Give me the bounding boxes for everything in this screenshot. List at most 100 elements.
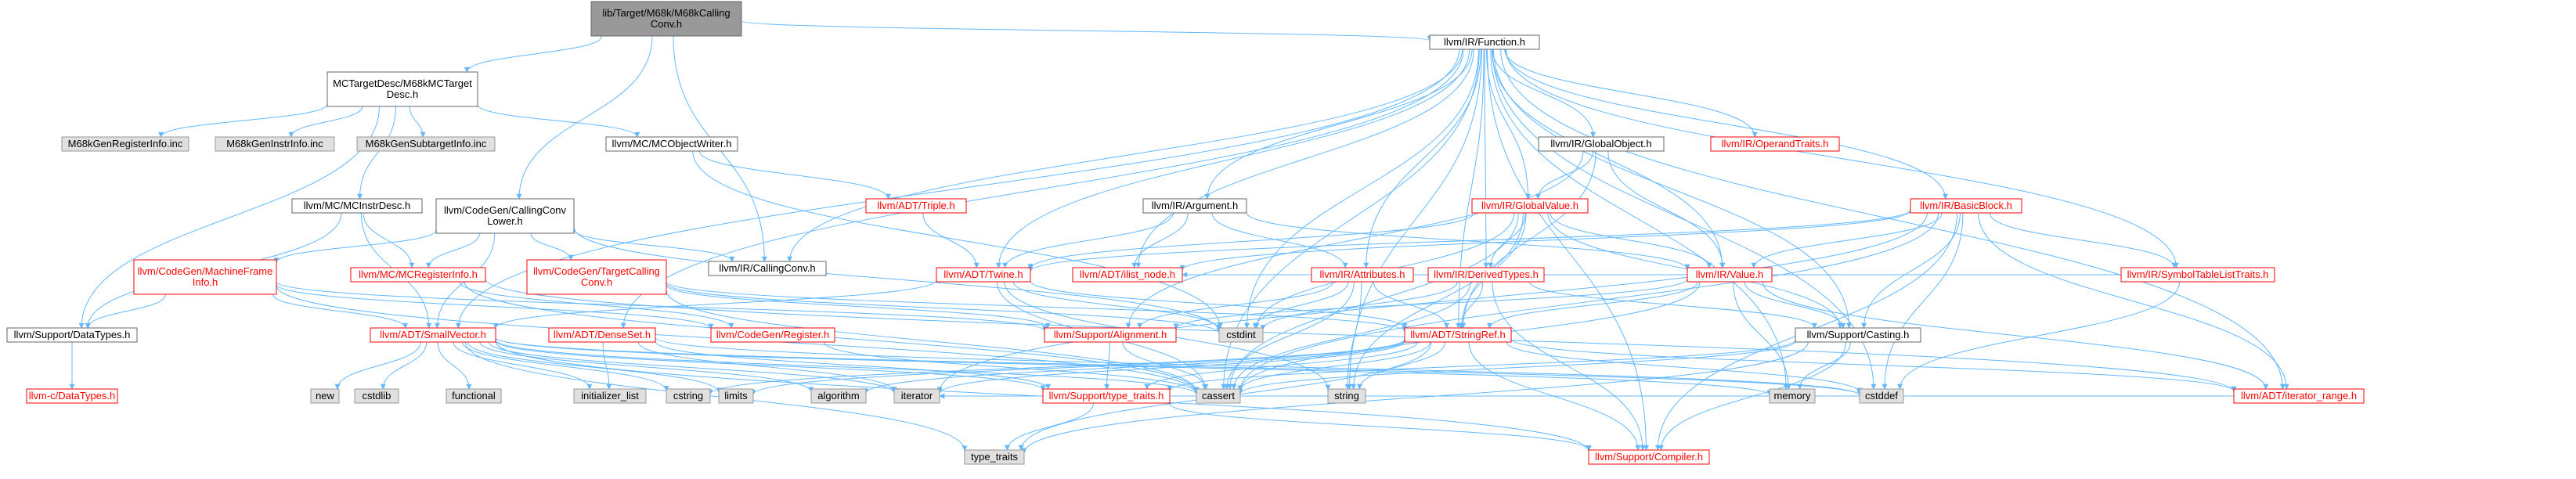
edge-root-to-mctd — [464, 35, 603, 73]
edge-stringref-to-cassert — [1237, 341, 1431, 391]
node-box — [446, 388, 502, 404]
edge-root-to-cclower — [516, 35, 653, 200]
node-stringref[interactable]: llvm/ADT/StringRef.h — [1404, 327, 1512, 343]
node-label: lib/Target/M68k/M68kCalling — [602, 7, 730, 19]
node-basicblock[interactable]: llvm/IR/BasicBlock.h — [1910, 198, 2022, 214]
node-typetraits[interactable]: llvm/Support/type_traits.h — [1042, 388, 1171, 404]
edge-mcreg-to-register — [459, 281, 734, 329]
node-box — [310, 388, 340, 404]
edge-basicblock-to-cstddef — [1881, 212, 1964, 390]
node-box — [1429, 34, 1540, 50]
node-label: llvm/ADT/ilist_node.h — [1080, 268, 1175, 280]
node-iterrange[interactable]: llvm/ADT/iterator_range.h — [2233, 388, 2365, 404]
node-objw[interactable]: llvm/MC/MCObjectWriter.h — [605, 136, 738, 152]
edge-smallvec-to-cstring — [462, 341, 669, 392]
node-casting[interactable]: llvm/Support/Casting.h — [1795, 327, 1921, 343]
node-box — [964, 449, 1025, 465]
edge-smallvec-to-cassert — [495, 339, 1200, 395]
node-box — [26, 388, 118, 404]
node-box — [893, 388, 940, 404]
edge-fn-to-casting — [1492, 49, 1853, 329]
node-denseset[interactable]: llvm/ADT/DenseSet.h — [548, 327, 656, 343]
node-operandtraits[interactable]: llvm/IR/OperandTraits.h — [1710, 136, 1840, 152]
edge-mframe-to-register — [276, 283, 714, 330]
node-label: llvm/MC/MCRegisterInfo.h — [359, 268, 478, 280]
node-attributes[interactable]: llvm/IR/Attributes.h — [1311, 267, 1414, 283]
edge-casting-to-memory — [1797, 341, 1851, 390]
node-callconv[interactable]: llvm/IR/CallingConv.h — [708, 261, 827, 276]
node-label: llvm/IR/SymbolTableListTraits.h — [2127, 268, 2269, 280]
node-box — [936, 267, 1031, 283]
node-alignment[interactable]: llvm/Support/Alignment.h — [1044, 327, 1177, 343]
edge-argument-to-twine — [1002, 212, 1174, 268]
node-argument[interactable]: llvm/IR/Argument.h — [1142, 198, 1247, 214]
edge-smallvec-to-functional — [437, 341, 472, 390]
node-instrdesc[interactable]: llvm/MC/MCInstrDesc.h — [291, 198, 423, 214]
node-label: llvm/CodeGen/CallingConv — [444, 204, 567, 216]
node-algorithm: algorithm — [810, 388, 867, 404]
node-label: llvm/IR/Argument.h — [1152, 200, 1239, 211]
node-label: llvm/ADT/SmallVector.h — [380, 329, 486, 340]
node-label: llvm/Support/DataTypes.h — [14, 329, 131, 340]
edge-attributes-to-alignment — [1137, 281, 1333, 329]
edge-tcc-to-cassert — [666, 290, 1200, 393]
edge-stringref-to-algorithm — [863, 340, 1405, 394]
node-box — [350, 267, 486, 283]
node-label: llvm/Support/Casting.h — [1807, 329, 1910, 340]
node-box — [133, 259, 277, 295]
edge-objw-to-cstdint — [692, 150, 1223, 329]
edge-attributes-to-cassert — [1224, 281, 1355, 390]
node-derived[interactable]: llvm/IR/DerivedTypes.h — [1427, 267, 1545, 283]
node-register[interactable]: llvm/CodeGen/Register.h — [710, 327, 835, 343]
node-twine[interactable]: llvm/ADT/Twine.h — [936, 267, 1031, 283]
edge-mctd-to-instrdesc — [357, 106, 396, 200]
node-globalobj[interactable]: llvm/IR/GlobalObject.h — [1538, 136, 1665, 152]
node-globalval[interactable]: llvm/IR/GlobalValue.h — [1471, 198, 1589, 214]
edge-attributes-to-string — [1344, 281, 1362, 390]
node-mcreg[interactable]: llvm/MC/MCRegisterInfo.h — [350, 267, 486, 283]
edge-smallvec-to-cstdlib — [380, 341, 428, 390]
node-label: iterator — [901, 390, 933, 402]
node-box — [370, 327, 496, 343]
node-smallvec[interactable]: llvm/ADT/SmallVector.h — [370, 327, 496, 343]
node-ilistnode[interactable]: llvm/ADT/ilist_node.h — [1072, 267, 1183, 283]
edge-stringref-to-typetraits — [1144, 341, 1418, 390]
node-label: llvm/Support/type_traits.h — [1049, 390, 1164, 402]
node-triple[interactable]: llvm/ADT/Triple.h — [865, 198, 967, 214]
edge-typetraits-to-type_traits — [1005, 402, 1094, 451]
node-box — [1710, 136, 1840, 152]
node-box — [1538, 136, 1665, 152]
node-box — [1404, 327, 1512, 343]
node-label: type_traits — [971, 451, 1018, 463]
edge-basicblock-to-casting — [1861, 212, 1961, 329]
node-subtgt: M68kGenSubtargetInfo.inc — [356, 136, 496, 152]
edge-fn-to-cstdint — [1243, 49, 1480, 329]
node-label: cassert — [1202, 390, 1235, 402]
edge-denseset-to-typetraits — [655, 341, 1052, 390]
node-box — [291, 198, 423, 214]
node-label: llvm/IR/Attributes.h — [1319, 268, 1405, 280]
node-symtab[interactable]: llvm/IR/SymbolTableListTraits.h — [2120, 267, 2275, 283]
edge-mctd-to-reginfo — [158, 103, 328, 138]
node-datatypes[interactable]: llvm/Support/DataTypes.h — [6, 327, 138, 343]
edge-cclower-to-callconv — [573, 229, 735, 262]
edge-globalval-to-twine — [1027, 212, 1475, 270]
edge-tcc-to-alignment — [666, 284, 1051, 329]
node-compiler[interactable]: llvm/Support/Compiler.h — [1588, 449, 1710, 465]
edge-basicblock-to-iterrange — [1978, 212, 2289, 390]
edge-tcc-to-stringref — [666, 281, 1408, 333]
node-box — [718, 388, 754, 404]
node-value[interactable]: llvm/IR/Value.h — [1687, 267, 1773, 283]
node-label: Desc.h — [387, 88, 418, 100]
edge-denseset-to-iterator — [637, 341, 897, 393]
node-cdatatypes[interactable]: llvm-c/DataTypes.h — [26, 388, 118, 404]
node-fn[interactable]: llvm/IR/Function.h — [1429, 34, 1540, 50]
node-label: llvm/MC/MCInstrDesc.h — [304, 200, 411, 211]
node-memory: memory — [1769, 388, 1816, 404]
edge-smallvec-to-limits — [467, 341, 722, 394]
